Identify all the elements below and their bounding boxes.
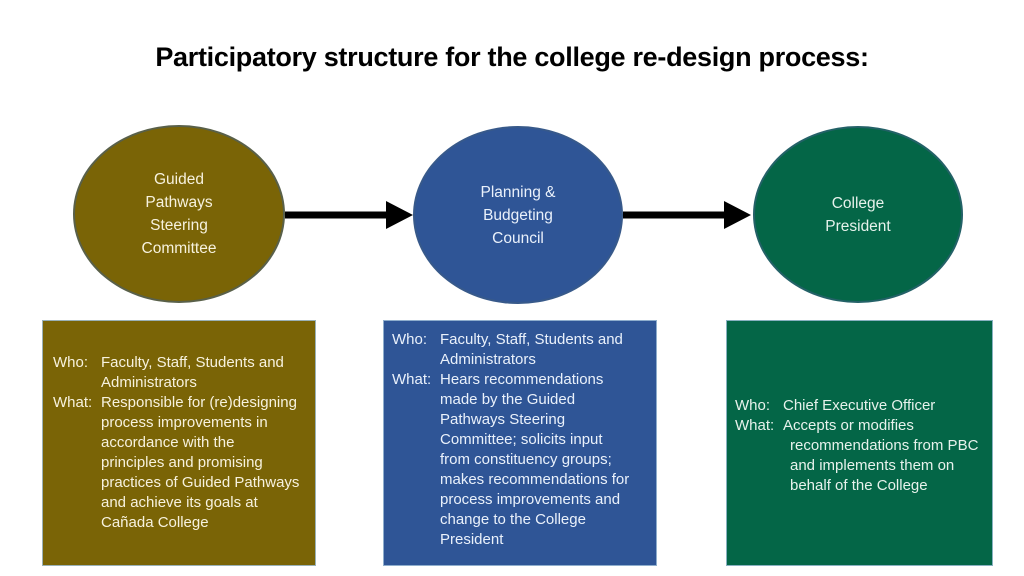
list-item: What:Accepts or modifies: [735, 417, 914, 434]
list-item: practices of Guided Pathways: [101, 474, 300, 491]
arrow-right-icon: [285, 201, 413, 229]
arrow-right-icon: [623, 201, 751, 229]
ellipse-label: Guided Pathways Steering Committee: [141, 171, 217, 257]
ellipse-planning-budgeting-council: Planning & Budgeting Council: [413, 126, 623, 304]
list-item: makes recommendations for: [440, 471, 630, 488]
detail-box-guided-pathways: Who:Faculty, Staff, Students and Adminis…: [42, 320, 316, 566]
who-label: Who:: [53, 354, 89, 371]
list-item: behalf of the College: [790, 477, 928, 494]
list-item: change to the College: [440, 511, 586, 528]
list-item: recommendations from PBC: [790, 437, 979, 454]
list-item: Administrators: [101, 374, 197, 391]
list-item: Pathways Steering: [440, 411, 566, 428]
detail-box-pbc: Who:Faculty, Staff, Students and Adminis…: [383, 320, 657, 566]
slide-title: Participatory structure for the college …: [155, 42, 869, 72]
who-label: Who:: [735, 397, 771, 414]
list-item: accordance with the: [101, 434, 235, 451]
list-item: What:Hears recommendations: [392, 371, 604, 388]
list-item: made by the Guided: [440, 391, 576, 408]
list-item: from constituency groups;: [440, 451, 612, 468]
list-item: principles and promising: [101, 454, 263, 471]
ellipse-label: Planning & Budgeting Council: [480, 183, 556, 247]
detail-box-college-president: Who:Chief Executive Officer What:Accepts…: [726, 320, 993, 566]
what-label: What:: [392, 371, 432, 388]
ellipse-college-president: College President: [753, 126, 963, 303]
list-item: process improvements and: [440, 491, 621, 508]
list-item: Who:Chief Executive Officer: [735, 397, 936, 414]
ellipse-guided-pathways-steering-committee: Guided Pathways Steering Committee: [73, 125, 285, 303]
list-item: and achieve its goals at: [101, 494, 258, 511]
list-item: Cañada College: [101, 514, 209, 531]
list-item: Committee; solicits input: [440, 431, 603, 448]
what-label: What:: [53, 394, 93, 411]
ellipse-label: College President: [825, 194, 891, 235]
list-item: What:Responsible for (re)designing: [53, 394, 297, 411]
list-item: process improvements in: [101, 414, 268, 431]
list-item: Administrators: [440, 351, 536, 368]
what-label: What:: [735, 417, 775, 434]
list-item: and implements them on: [790, 457, 955, 474]
list-item: Who:Faculty, Staff, Students and: [53, 354, 284, 371]
who-label: Who:: [392, 331, 428, 348]
list-item: President: [440, 531, 504, 548]
list-item: Who:Faculty, Staff, Students and: [392, 331, 623, 348]
